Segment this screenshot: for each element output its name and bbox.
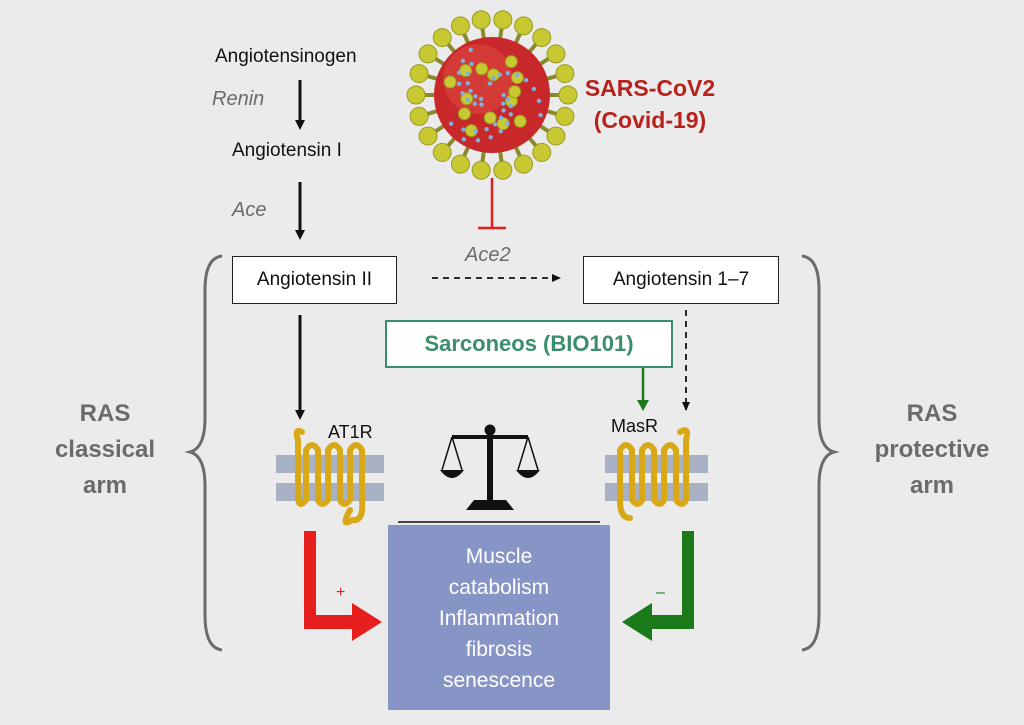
angiotensin-1-label: Angiotensin I xyxy=(232,140,342,161)
scales-icon xyxy=(440,424,540,510)
effect-item: Muscle xyxy=(465,545,533,568)
effects-box: Muscle catabolism Inflammation fibrosis … xyxy=(388,525,610,710)
coronavirus-icon xyxy=(406,10,578,180)
sars-line-1: SARS-CoV2 xyxy=(584,75,716,101)
ras-classical-arm-label: RAS classical arm xyxy=(54,400,156,499)
plus-sign: + xyxy=(336,584,346,601)
minus-sign: – xyxy=(656,584,665,601)
sars-line-2: (Covid-19) xyxy=(593,107,707,133)
effect-item: Inflammation xyxy=(438,607,560,630)
brace-left xyxy=(184,254,223,652)
angiotensin-2-label: Angiotensin II xyxy=(256,269,373,290)
angiotensin-2-box: Angiotensin II xyxy=(232,256,397,304)
sarconeos-box: Sarconeos (BIO101) xyxy=(385,320,673,368)
renin-label: Renin xyxy=(212,88,265,110)
angiotensin-1-7-label: Angiotensin 1–7 xyxy=(612,269,750,290)
inhibit-arrow xyxy=(622,531,694,641)
effect-item: senescence xyxy=(442,669,556,692)
masr-receptor xyxy=(605,427,708,521)
effect-item: fibrosis xyxy=(465,638,533,661)
angiotensin-1-7-box: Angiotensin 1–7 xyxy=(583,256,779,304)
effect-item: catabolism xyxy=(448,576,550,599)
at1r-receptor xyxy=(276,428,384,526)
angiotensinogen-label: Angiotensinogen xyxy=(215,46,357,67)
brace-right xyxy=(801,254,840,652)
ace-label: Ace xyxy=(232,199,267,221)
masr-label: MasR xyxy=(611,416,659,436)
stimulate-arrow xyxy=(304,531,382,641)
sarconeos-label: Sarconeos (BIO101) xyxy=(424,331,634,356)
ras-protective-arm-label: RAS protective arm xyxy=(874,400,990,499)
sars-cov2-label: SARS-CoV2 (Covid-19) xyxy=(580,72,720,136)
at1r-label: AT1R xyxy=(328,422,373,442)
ace2-label: Ace2 xyxy=(465,244,511,266)
